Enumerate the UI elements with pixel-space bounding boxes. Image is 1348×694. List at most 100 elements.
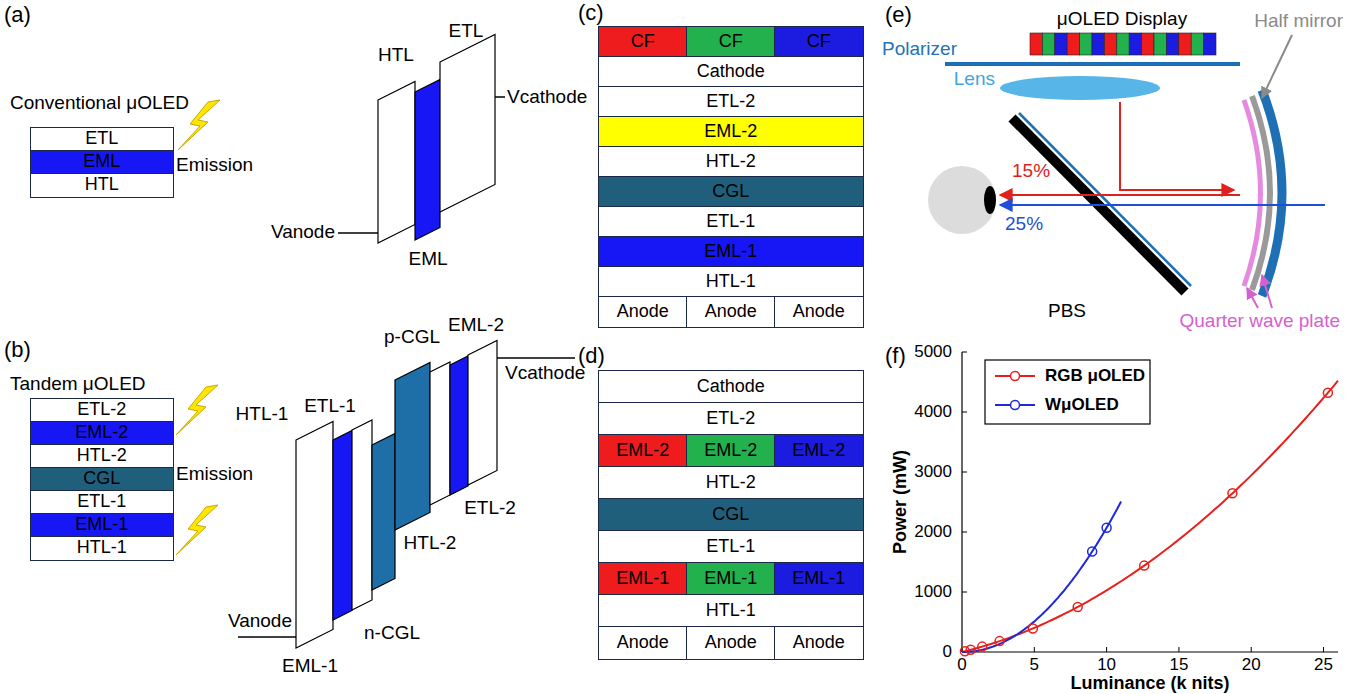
light-path — [1120, 102, 1234, 190]
display-pixel — [1166, 33, 1178, 55]
layer-box: Anode — [774, 626, 864, 660]
layer-box: CF — [686, 26, 776, 58]
layer-name: HTL-1 — [706, 272, 756, 292]
layer-name: EML-2 — [704, 441, 757, 461]
tick — [1251, 647, 1252, 652]
layer-name: Anode — [617, 633, 669, 653]
tick — [962, 592, 967, 593]
layer-name: Cathode — [697, 62, 765, 82]
label: 2000 — [914, 522, 952, 542]
label: 15 — [1169, 655, 1188, 675]
label: EML-2 — [448, 314, 504, 336]
legend-sample — [1011, 372, 1020, 381]
layer-box: ETL-1 — [598, 206, 864, 238]
label: Power (mW) — [890, 450, 911, 554]
label: 25% — [1005, 213, 1043, 235]
energy-band — [415, 80, 440, 241]
data-point — [1102, 523, 1111, 532]
quarter-wave-plate — [1244, 100, 1261, 286]
layer-name: HTL-2 — [706, 152, 756, 172]
label: Tandem μOLED — [10, 373, 146, 395]
label: HTL-1 — [236, 403, 289, 425]
label: ETL-1 — [304, 395, 356, 417]
label: p-CGL — [384, 326, 440, 348]
display-pixel — [1042, 33, 1054, 55]
layer-name: EML-1 — [616, 569, 669, 589]
layer-box: EML-2 — [686, 434, 776, 468]
layer-box: ETL-2 — [598, 402, 864, 436]
layer-name: Anode — [705, 302, 757, 322]
light-path — [1000, 194, 1240, 196]
layer-box: Anode — [686, 626, 776, 660]
label: Conventional μOLED — [10, 92, 189, 114]
leader-line — [1247, 288, 1258, 308]
energy-band — [450, 356, 468, 495]
label: EML-1 — [282, 655, 338, 677]
display-pixel — [1117, 33, 1129, 55]
energy-band — [352, 420, 372, 610]
label: Emission — [176, 154, 253, 176]
w-curve — [962, 502, 1121, 652]
label: Lens — [954, 68, 995, 90]
tick — [962, 352, 967, 353]
layer-box: CGL — [598, 498, 864, 532]
label: 0 — [957, 655, 966, 675]
layer-box: ETL-2 — [598, 86, 864, 118]
layer-name: EML-1 — [792, 569, 845, 589]
label: ETL — [449, 20, 484, 42]
display-pixel — [1092, 33, 1104, 55]
eye — [928, 166, 996, 234]
layer-name: EML-2 — [616, 441, 669, 461]
label: 1000 — [914, 582, 952, 602]
layer-name: HTL-1 — [706, 601, 756, 621]
layer-box: Cathode — [598, 370, 864, 404]
layer-box: EML-1 — [598, 562, 688, 596]
display-pixel — [1129, 33, 1141, 55]
layer-box: Cathode — [598, 56, 864, 88]
label: Quarter wave plate — [1179, 310, 1340, 332]
display-pixel — [1030, 33, 1042, 55]
label: PBS — [1048, 300, 1086, 322]
layer-box: HTL-1 — [598, 266, 864, 298]
layer-name: EML-1 — [75, 515, 128, 535]
data-point — [1088, 547, 1097, 556]
data-point — [1323, 388, 1332, 397]
layer-name: Anode — [793, 633, 845, 653]
layer-box: HTL-2 — [598, 466, 864, 500]
layer-name: Anode — [793, 302, 845, 322]
see-through-path — [1000, 204, 1325, 206]
cathode-level — [495, 96, 505, 98]
layer-name: EML-2 — [704, 122, 757, 142]
display-pixel — [1104, 33, 1116, 55]
label: (f) — [885, 343, 906, 368]
tick — [962, 472, 967, 473]
tick — [962, 532, 967, 533]
layer-box: HTL-1 — [598, 594, 864, 628]
label: HTL-2 — [404, 532, 457, 554]
legend-sample — [1011, 401, 1020, 410]
display-pixel — [1154, 33, 1166, 55]
energy-band — [468, 341, 497, 486]
label: 0 — [943, 642, 952, 662]
layer-name: ETL-2 — [77, 400, 126, 420]
layer-name: EML-2 — [75, 423, 128, 443]
energy-band — [430, 362, 450, 505]
label: (d) — [578, 343, 605, 368]
display-pixel — [1191, 33, 1203, 55]
tick — [1034, 647, 1035, 652]
layer-box: HTL — [30, 173, 174, 198]
label: Vanode — [228, 610, 292, 632]
layer-box: Anode — [598, 626, 688, 660]
data-point — [1228, 489, 1237, 498]
cathode-level — [497, 357, 575, 359]
leader-line — [1262, 275, 1272, 308]
layer-name: ETL-2 — [706, 409, 755, 429]
layer-name: ETL — [85, 129, 118, 149]
layer-name: EML-1 — [704, 569, 757, 589]
layer-name: HTL — [85, 175, 119, 195]
layer-name: CGL — [83, 469, 120, 489]
label: 5 — [1030, 655, 1039, 675]
layer-name: EML-1 — [704, 242, 757, 262]
layer-name: CGL — [712, 182, 749, 202]
legend-text: WμOLED — [1045, 395, 1119, 415]
